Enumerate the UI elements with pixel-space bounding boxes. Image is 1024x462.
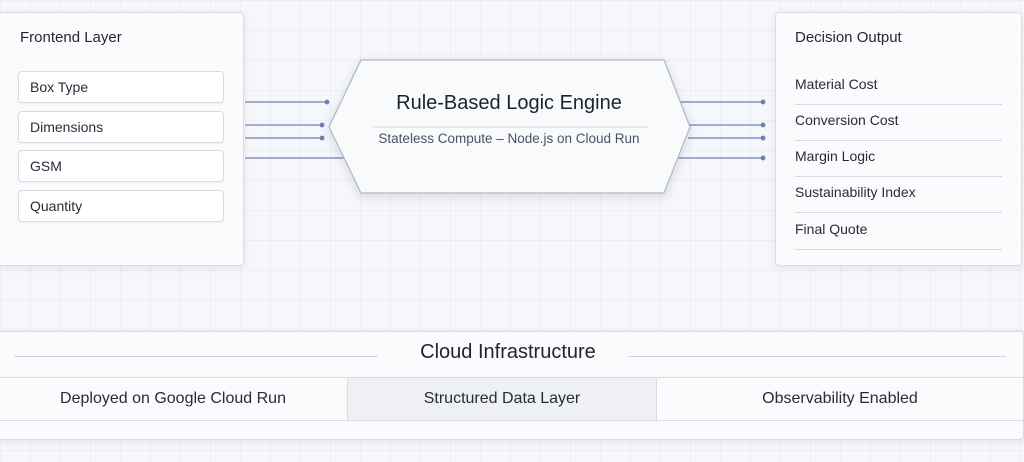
output-item-margin-logic: Margin Logic	[795, 141, 1002, 177]
connector-dot	[760, 135, 766, 141]
input-dimensions: Dimensions	[18, 111, 224, 143]
infrastructure-cells: Deployed on Google Cloud Run Structured …	[0, 377, 1023, 421]
right-connector-lines	[676, 99, 766, 161]
infra-cell-cloud-run: Deployed on Google Cloud Run	[60, 390, 286, 407]
input-gsm: GSM	[18, 150, 224, 182]
infra-cell-data-layer: Structured Data Layer	[347, 378, 657, 420]
logic-engine-title: Rule-Based Logic Engine	[396, 92, 622, 114]
output-item-conversion-cost: Conversion Cost	[795, 105, 1002, 141]
decision-output-panel: Decision Output Material Cost Conversion…	[775, 12, 1022, 266]
decision-output-title: Decision Output	[795, 29, 902, 46]
connector-dot	[324, 99, 330, 105]
input-quantity: Quantity	[18, 190, 224, 222]
connector-dot	[760, 99, 766, 105]
output-item-material-cost: Material Cost	[795, 69, 1002, 105]
connector-dot	[760, 122, 766, 128]
frontend-layer-panel: Frontend Layer Box Type Dimensions GSM Q…	[0, 12, 244, 266]
input-box-type: Box Type	[18, 71, 224, 103]
infrastructure-rule-right	[628, 356, 1006, 357]
infra-cell-observability: Observability Enabled	[762, 390, 918, 407]
output-item-sustainability-index: Sustainability Index	[795, 177, 1002, 213]
connector-dot	[760, 155, 766, 161]
frontend-layer-title: Frontend Layer	[20, 29, 122, 46]
cloud-infrastructure-title: Cloud Infrastructure	[420, 341, 596, 363]
connector-dot	[319, 122, 325, 128]
logic-engine-hexagon	[328, 59, 691, 194]
logic-engine-subtitle: Stateless Compute – Node.js on Cloud Run	[378, 131, 640, 146]
left-connector-lines	[245, 99, 345, 159]
connector-dot	[319, 135, 325, 141]
output-item-final-quote: Final Quote	[795, 214, 1002, 250]
infrastructure-rule-left	[14, 356, 378, 357]
